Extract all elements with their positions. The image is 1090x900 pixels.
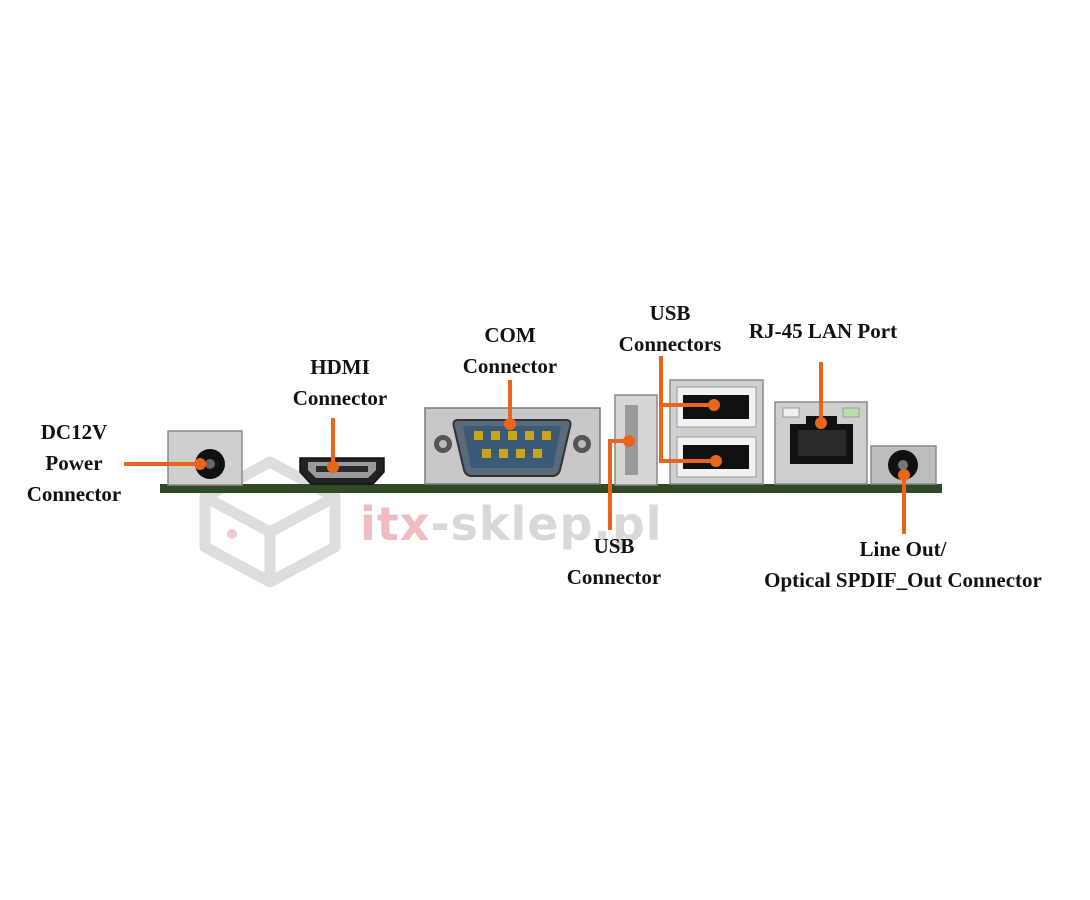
rj45-port-icon <box>774 401 868 485</box>
usb-bottom-leader-line <box>608 439 629 530</box>
hdmi-port-icon <box>299 457 385 485</box>
watermark-text: itx-sklep.pl <box>360 497 663 551</box>
pcb-board <box>160 484 942 493</box>
watermark-rest: -sklep.pl <box>430 497 663 551</box>
com-label: COM Connector <box>462 323 558 378</box>
hdmi-label: HDMI Connector <box>292 355 388 410</box>
rj45-label: RJ-45 LAN Port <box>748 319 898 343</box>
usb-connectors-label: USB Connectors <box>618 301 722 356</box>
line-out-label: Line Out/ Optical SPDIF_Out Connector <box>764 537 1042 592</box>
watermark-logo-icon <box>199 456 341 588</box>
dc-power-jack-icon <box>167 430 243 486</box>
watermark-accent: itx <box>360 497 431 551</box>
dc-power-label: DC12V Power Connector <box>26 420 122 506</box>
dual-usb-port-icon <box>669 379 764 485</box>
usb-connector-label: USB Connector <box>566 534 662 589</box>
com-port-icon <box>424 407 601 485</box>
leader-lines <box>124 356 910 534</box>
